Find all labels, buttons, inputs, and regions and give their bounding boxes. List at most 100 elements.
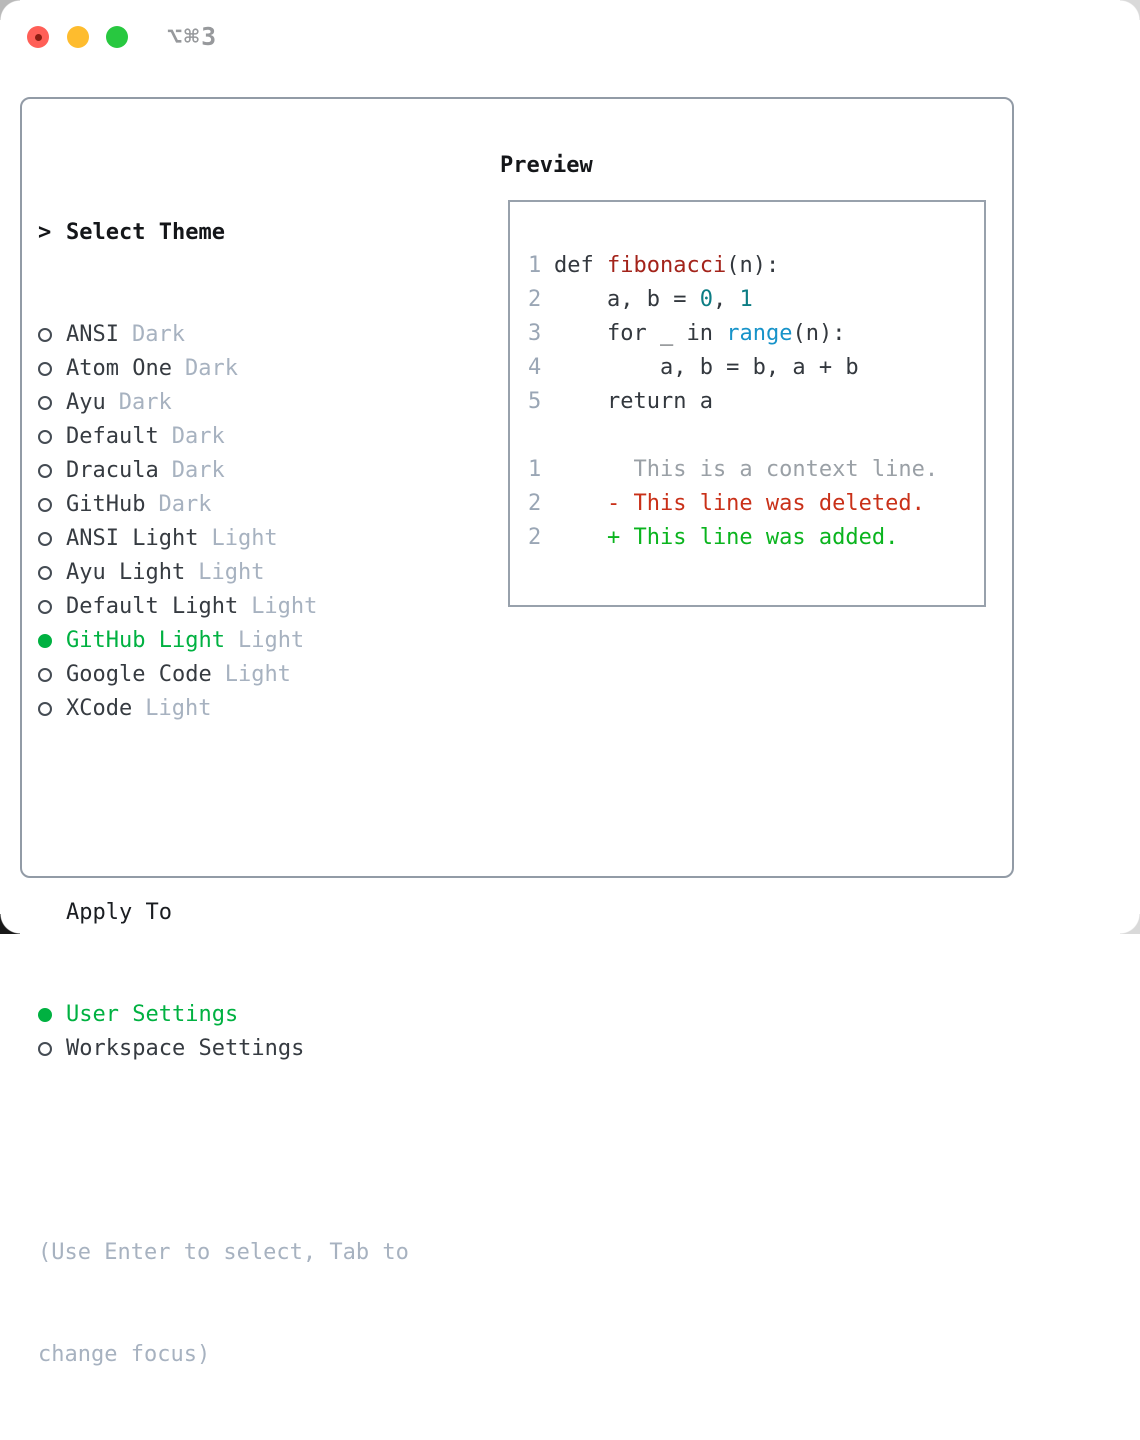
code-token-number: 0 bbox=[699, 287, 713, 312]
theme-option[interactable]: Ayu Light Light bbox=[38, 556, 409, 590]
code-token-plain: (n): bbox=[726, 253, 780, 278]
code-token-keyword: def bbox=[554, 253, 607, 278]
titlebar: ⌥⌘3 bbox=[0, 0, 1140, 74]
theme-option-label: ANSI bbox=[66, 322, 119, 347]
radio-icon bbox=[38, 396, 66, 410]
screen-corner bbox=[1120, 914, 1140, 934]
theme-variant-tag: Dark bbox=[171, 458, 225, 483]
code-token-plain: a, b = b, a + b bbox=[554, 355, 859, 380]
code-token-plain bbox=[713, 317, 726, 351]
line-number: 4 bbox=[528, 355, 542, 380]
screen-corner bbox=[0, 914, 20, 934]
theme-variant-tag: Light bbox=[145, 696, 212, 721]
code-token-plain: a, b = bbox=[554, 287, 700, 312]
code-token-keyword: return bbox=[606, 389, 687, 414]
line-number: 5 bbox=[528, 389, 542, 414]
preview-title: Preview bbox=[500, 152, 593, 178]
theme-variant-tag: Dark bbox=[118, 390, 172, 415]
theme-variant-tag: Light bbox=[237, 628, 305, 653]
line-number: 1 bbox=[528, 253, 542, 278]
code-line: 2 a, b = 0, 1 bbox=[528, 283, 984, 317]
theme-variant-tag: Dark bbox=[131, 322, 185, 347]
apply-option-label: Workspace Settings bbox=[66, 1036, 305, 1061]
code-token-keyword: in bbox=[686, 321, 713, 346]
hint-line-2: change focus) bbox=[38, 1342, 211, 1367]
apply-option[interactable]: Workspace Settings bbox=[38, 1032, 409, 1066]
code-line: 3 for _ in range(n): bbox=[528, 317, 984, 351]
radio-icon bbox=[38, 600, 66, 614]
theme-option-label: Dracula bbox=[66, 458, 159, 483]
code-token-deleted: - This line was deleted. bbox=[554, 491, 925, 516]
line-number bbox=[528, 419, 541, 453]
prompt-icon: > bbox=[38, 220, 52, 245]
theme-option-label: Ayu Light bbox=[66, 560, 186, 585]
theme-option[interactable]: XCode Light bbox=[38, 692, 409, 726]
code-token-added: + This line was added. bbox=[554, 525, 899, 550]
theme-option[interactable]: Default Dark bbox=[38, 420, 409, 454]
apply-to-header-row: Apply To bbox=[38, 896, 409, 930]
theme-variant-tag: Dark bbox=[158, 492, 212, 517]
theme-variant-tag: Light bbox=[224, 662, 291, 687]
line-number: 3 bbox=[528, 321, 542, 346]
theme-option[interactable]: GitHub Dark bbox=[38, 488, 409, 522]
code-token-keyword: for bbox=[606, 321, 647, 346]
close-button[interactable] bbox=[27, 26, 49, 48]
window-title: ⌥⌘3 bbox=[167, 22, 219, 51]
apply-to-title: Apply To bbox=[66, 900, 172, 925]
line-number: 2 bbox=[528, 491, 542, 516]
theme-option-label: Ayu bbox=[66, 390, 106, 415]
theme-option[interactable]: Ayu Dark bbox=[38, 386, 409, 420]
blank-line bbox=[528, 419, 984, 453]
theme-variant-tag: Light bbox=[211, 526, 278, 551]
theme-variant-tag: Light bbox=[198, 560, 265, 585]
code-token-plain: , bbox=[712, 287, 740, 312]
radio-selected-icon bbox=[38, 634, 66, 648]
radio-icon bbox=[38, 532, 66, 546]
code-token-plain: (n): bbox=[792, 321, 846, 346]
theme-option-label: GitHub bbox=[66, 492, 146, 517]
theme-option[interactable]: Google Code Light bbox=[38, 658, 409, 692]
code-token-plain: a bbox=[686, 389, 713, 414]
theme-option[interactable]: Dracula Dark bbox=[38, 454, 409, 488]
line-number: 2 bbox=[528, 525, 542, 550]
code-line: 4 a, b = b, a + b bbox=[528, 351, 984, 385]
code-line: 5 return a bbox=[528, 385, 984, 419]
radio-icon bbox=[38, 498, 66, 512]
theme-option[interactable]: Default Light Light bbox=[38, 590, 409, 624]
line-number: 2 bbox=[528, 287, 542, 312]
radio-icon bbox=[38, 430, 66, 444]
apply-option[interactable]: User Settings bbox=[38, 998, 409, 1032]
theme-option[interactable]: ANSI Dark bbox=[38, 318, 409, 352]
spacer bbox=[38, 1134, 409, 1168]
diff-line: 2 + This line was added. bbox=[528, 521, 984, 555]
code-token-plain bbox=[554, 385, 607, 419]
close-dot-icon bbox=[34, 33, 42, 41]
code-token-title: fibonacci bbox=[606, 253, 727, 278]
hint-line-1: (Use Enter to select, Tab to bbox=[38, 1240, 409, 1265]
theme-option-label: XCode bbox=[66, 696, 133, 721]
radio-icon bbox=[38, 702, 66, 716]
theme-variant-tag: Light bbox=[251, 594, 318, 619]
zoom-button[interactable] bbox=[106, 26, 128, 48]
theme-select-title: Select Theme bbox=[66, 220, 225, 245]
theme-option-label: Atom One bbox=[66, 356, 172, 381]
code-token-plain: _ bbox=[646, 321, 687, 346]
theme-option-label: Default Light bbox=[66, 594, 239, 619]
code-token-number: 1 bbox=[739, 287, 753, 312]
theme-option-label: Google Code bbox=[66, 662, 212, 687]
diff-line: 2 - This line was deleted. bbox=[528, 487, 984, 521]
theme-option-label: Default bbox=[66, 424, 159, 449]
line-number: 1 bbox=[528, 457, 542, 482]
spacer bbox=[38, 794, 409, 828]
theme-variant-tag: Dark bbox=[171, 424, 225, 449]
minimize-button[interactable] bbox=[67, 26, 89, 48]
radio-icon bbox=[38, 464, 66, 478]
radio-icon bbox=[38, 362, 66, 376]
radio-icon bbox=[38, 328, 66, 342]
